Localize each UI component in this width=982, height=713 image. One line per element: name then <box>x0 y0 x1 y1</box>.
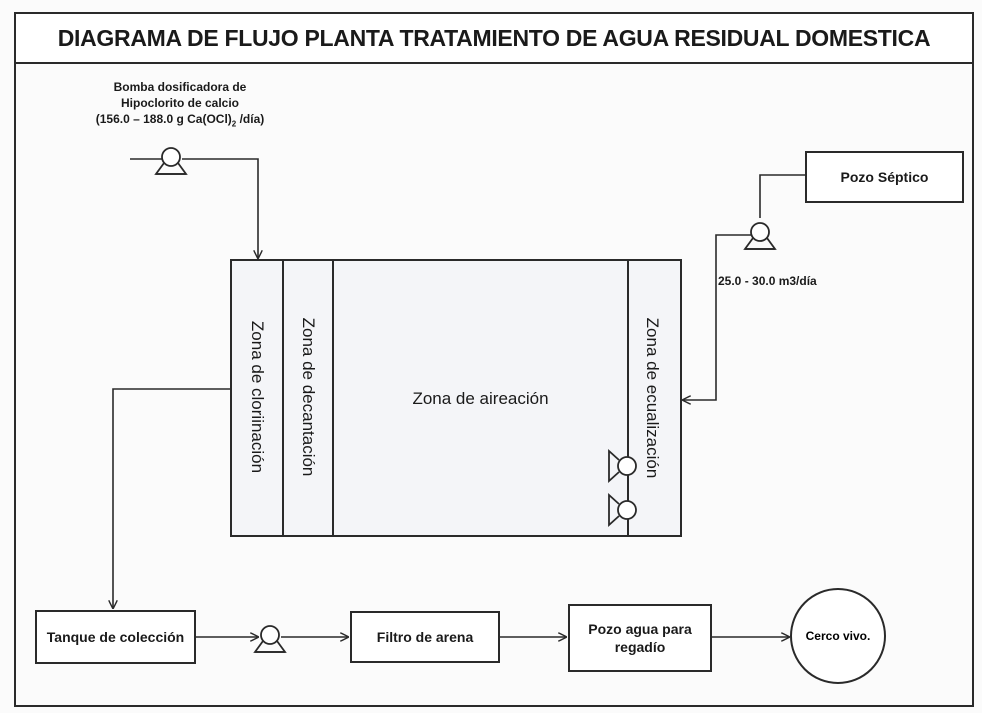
septic-well-label: Pozo Séptico <box>840 168 929 185</box>
zone-aeration-label: Zona de aireación <box>412 389 549 408</box>
irrigation-well-line1: Pozo agua para <box>588 620 692 637</box>
aerator-icon <box>608 448 637 484</box>
diagram-frame <box>14 62 974 707</box>
tank-to-collection-arrow <box>113 388 231 608</box>
pump-to-equalization-arrow <box>683 234 752 400</box>
living-fence-label: Cerco vivo. <box>806 629 871 643</box>
zone-chlorination-label: Zona de cloriinación <box>248 320 267 474</box>
dosing-pump-label: Bomba dosificadora de Hipoclorito de cal… <box>90 79 270 131</box>
irrigation-well-box: Pozo agua para regadío <box>568 604 712 672</box>
dosing-pump-icon <box>154 147 188 175</box>
living-fence-node <box>790 588 886 684</box>
septic-pump-icon <box>743 222 777 250</box>
dosing-pump-line2: Hipoclorito de calcio <box>120 96 240 111</box>
septic-well-box: Pozo Séptico <box>805 151 964 203</box>
sand-filter-label: Filtro de arena <box>376 628 474 645</box>
aerator-icon <box>608 492 637 528</box>
treatment-tank <box>230 259 682 537</box>
zone-equalization-label: Zona de ecualización <box>643 317 662 479</box>
collection-tank-label: Tanque de colección <box>46 628 185 645</box>
sand-filter-box: Filtro de arena <box>350 611 500 663</box>
flow-rate-label: 25.0 - 30.0 m3/día <box>718 274 817 288</box>
diagram-title: DIAGRAMA DE FLUJO PLANTA TRATAMIENTO DE … <box>14 12 974 64</box>
dosing-pump-line1: Bomba dosificadora de <box>113 80 247 94</box>
septic-to-pump-line <box>759 174 805 218</box>
irrigation-well-line2: regadío <box>614 639 666 655</box>
dosing-pump-dose: (156.0 – 188.0 g Ca(OCl)2 /día) <box>95 112 265 129</box>
dosing-to-tank-arrow <box>182 158 258 258</box>
collection-tank-box: Tanque de colección <box>35 610 196 664</box>
zone-decantation-label: Zona de decantación <box>299 317 318 477</box>
transfer-pump-icon <box>253 625 287 653</box>
